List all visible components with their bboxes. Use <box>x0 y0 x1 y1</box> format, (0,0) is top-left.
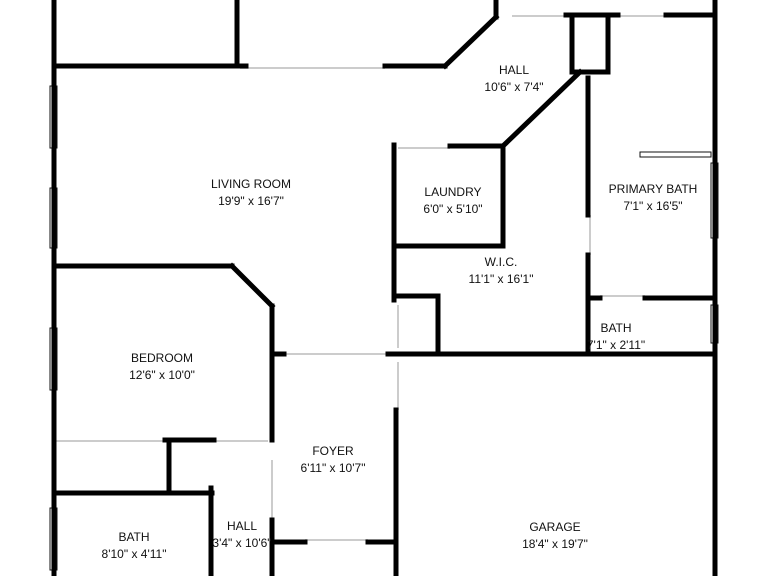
room-name-hall-top: HALL <box>499 63 529 77</box>
shower-rod <box>639 151 712 158</box>
room-size-hall-top: 10'6" x 7'4" <box>484 80 543 94</box>
room-size-bedroom: 12'6" x 10'0" <box>129 368 195 382</box>
room-name-wic: W.I.C. <box>485 255 518 269</box>
room-name-living-room: LIVING ROOM <box>211 177 291 191</box>
room-size-primary-bath: 7'1" x 16'5" <box>623 199 682 213</box>
room-labels: HALL 10'6" x 7'4" LIVING ROOM 19'9" x 16… <box>102 63 698 561</box>
room-name-hall-lower: HALL <box>227 519 257 533</box>
room-size-foyer: 6'11" x 10'7" <box>301 461 366 475</box>
room-size-garage: 18'4" x 19'7" <box>522 537 588 551</box>
room-name-bedroom: BEDROOM <box>131 351 193 365</box>
room-name-garage: GARAGE <box>529 520 580 534</box>
room-name-laundry: LAUNDRY <box>424 185 481 199</box>
room-name-bath-lower: BATH <box>118 530 149 544</box>
room-size-hall-lower: 3'4" x 10'6" <box>212 536 271 550</box>
walls <box>51 0 718 576</box>
room-name-primary-bath: PRIMARY BATH <box>609 182 698 196</box>
room-size-wic: 11'1" x 16'1" <box>469 272 534 286</box>
room-name-bath-small: BATH <box>600 321 631 335</box>
room-size-bath-small: 7'1" x 2'11" <box>587 338 645 352</box>
openings <box>56 15 665 541</box>
room-size-bath-lower: 8'10" x 4'11" <box>102 547 167 561</box>
room-name-foyer: FOYER <box>312 444 354 458</box>
room-size-living-room: 19'9" x 16'7" <box>218 194 284 208</box>
room-size-laundry: 6'0" x 5'10" <box>423 202 482 216</box>
